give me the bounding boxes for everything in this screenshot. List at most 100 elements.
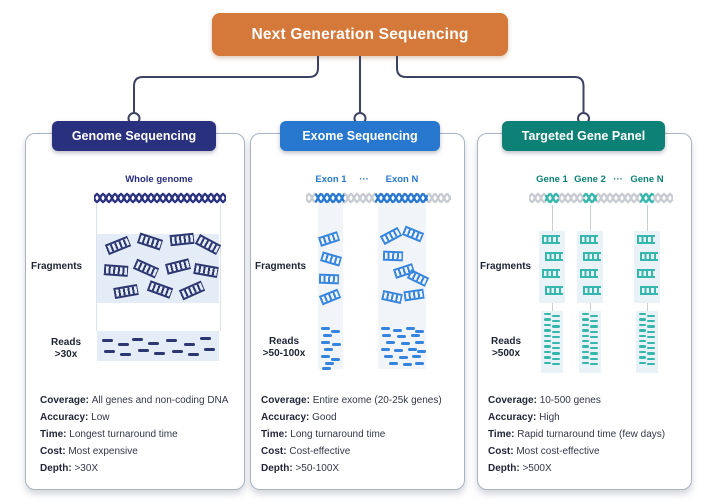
dna-fragment-icon <box>103 264 129 277</box>
read-dash <box>590 341 598 344</box>
read-dash <box>647 314 655 317</box>
whole-genome-label: Whole genome <box>125 174 193 185</box>
dna-fragment-icon <box>579 269 598 278</box>
dna-helix-icon <box>94 192 226 204</box>
dna-fragment-icon <box>582 252 601 261</box>
read-dash <box>543 313 551 316</box>
read-dash <box>581 313 589 316</box>
read-dash <box>393 329 402 332</box>
detail-coverage: CoverageEntire exome (20-25k genes) <box>261 392 442 409</box>
detail-depth: Depth>500X <box>488 460 665 477</box>
read-dash <box>590 336 598 339</box>
detail-time: TimeLongest turnaround time <box>40 426 228 443</box>
read-dash <box>590 357 598 361</box>
dna-fragment-icon <box>582 286 601 295</box>
gene-connector-line <box>590 205 591 231</box>
read-dash <box>543 350 551 354</box>
read-dash <box>325 362 334 365</box>
read-dash <box>321 327 330 330</box>
read-dash <box>552 357 560 361</box>
root-title: Next Generation Sequencing <box>212 13 508 56</box>
guide-line <box>220 204 221 331</box>
read-dash <box>638 329 646 332</box>
root-title-label: Next Generation Sequencing <box>251 25 469 43</box>
reads-label: Reads <box>490 336 521 347</box>
read-dash <box>638 350 646 354</box>
read-dash <box>552 330 560 334</box>
read-dash <box>399 356 408 359</box>
read-dash <box>381 327 390 330</box>
header-genome-label: Genome Sequencing <box>71 129 197 143</box>
read-dash <box>331 358 340 361</box>
reads-depth-label: >30x <box>54 349 78 360</box>
read-dash <box>415 341 424 344</box>
detail-coverage: CoverageAll genes and non-coding DNA <box>40 392 228 409</box>
read-dash <box>552 352 560 355</box>
read-dash <box>638 356 646 359</box>
detail-cost: CostMost cost-effective <box>488 443 665 460</box>
read-dash <box>102 339 113 342</box>
read-dash <box>590 330 598 334</box>
dna-helix-icon <box>529 192 673 204</box>
read-dash <box>394 349 403 352</box>
read-dash <box>552 319 560 323</box>
fragments-label: Fragments <box>31 261 83 272</box>
read-dash <box>138 349 149 352</box>
detail-depth: Depth>30X <box>40 460 228 477</box>
connector-right <box>396 56 585 112</box>
read-dash <box>543 323 551 327</box>
genome-sequencing-card: Whole genome Fragments Reads >30x Covera… <box>25 133 245 490</box>
read-dash <box>552 341 560 344</box>
dna-fragment-icon <box>382 250 404 262</box>
dna-helix-icon <box>306 192 451 204</box>
header-targeted-label: Targeted Gene Panel <box>521 129 646 143</box>
read-dash <box>638 334 646 337</box>
gene-connector-line <box>647 303 648 311</box>
read-dash <box>543 345 551 348</box>
read-dash <box>104 350 115 353</box>
dna-fragment-icon <box>579 235 598 244</box>
read-dash <box>381 348 390 351</box>
detail-accuracy: AccuracyHigh <box>488 409 665 426</box>
dna-fragment-icon <box>639 252 658 261</box>
detail-cost: CostMost expensive <box>40 443 228 460</box>
gene-connector-line <box>590 303 591 311</box>
read-dash <box>581 329 589 332</box>
read-dash <box>590 325 598 328</box>
read-dash <box>552 336 560 339</box>
read-dash <box>552 314 560 317</box>
read-dash <box>647 363 655 366</box>
read-dash <box>543 329 551 332</box>
read-dash <box>543 356 551 359</box>
read-dash <box>406 327 415 330</box>
read-dash <box>647 341 655 344</box>
read-dash <box>204 348 215 351</box>
detail-time: TimeRapid turnaround time (few days) <box>488 426 665 443</box>
read-dash <box>411 334 420 337</box>
read-dash <box>638 361 646 364</box>
reads-label: Reads <box>268 336 299 347</box>
read-dash <box>408 348 417 351</box>
read-dash <box>172 350 183 353</box>
read-dash <box>590 314 598 317</box>
read-dash <box>382 334 391 337</box>
read-dash <box>118 343 129 346</box>
detail-coverage: Coverage10-500 genes <box>488 392 665 409</box>
read-dash <box>200 337 211 340</box>
dna-fragment-icon <box>544 252 563 261</box>
read-dash <box>148 342 159 345</box>
exon-1-label: Exon 1 <box>315 174 347 185</box>
read-dash <box>552 363 560 366</box>
read-dash <box>322 367 331 370</box>
read-dash <box>581 361 589 364</box>
read-dash <box>188 353 199 356</box>
read-dash <box>417 350 426 353</box>
read-dash <box>132 338 143 341</box>
dna-fragment-icon <box>544 286 563 295</box>
read-dash <box>590 352 598 355</box>
dna-fragment-icon <box>639 286 658 295</box>
read-dash <box>323 334 332 337</box>
read-dash <box>590 346 598 350</box>
read-dash <box>590 319 598 323</box>
reads-label: Reads <box>50 337 81 348</box>
